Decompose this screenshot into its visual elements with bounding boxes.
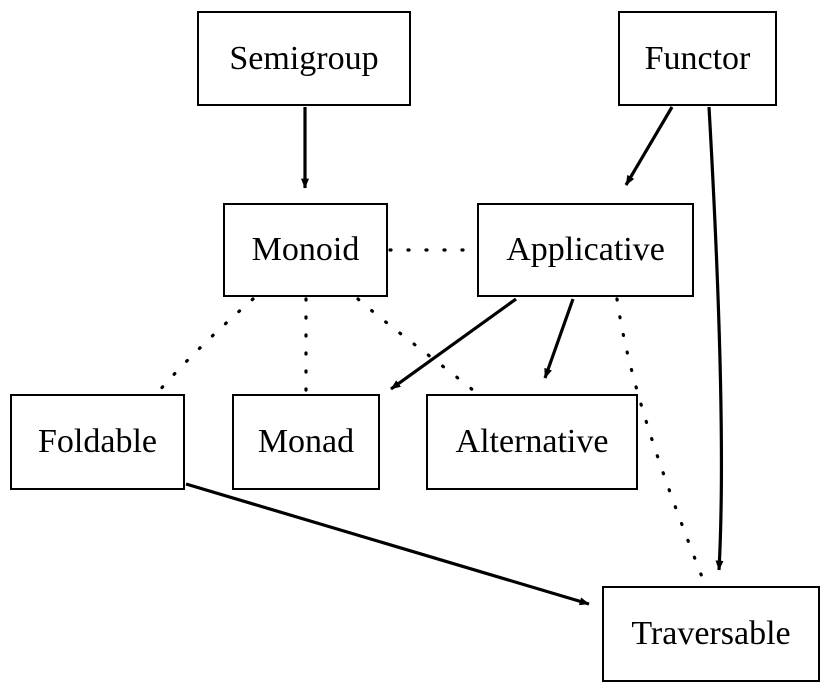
edge-foldable-traversable (185, 482, 590, 606)
node-monad[interactable]: Monad (232, 394, 380, 490)
node-label-semigroup: Semigroup (229, 39, 379, 77)
edge-monoid-foldable (157, 297, 255, 393)
node-label-applicative: Applicative (506, 231, 665, 268)
node-alternative[interactable]: Alternative (426, 394, 638, 490)
edge-monoid-alternative (356, 297, 476, 393)
node-applicative[interactable]: Applicative (477, 203, 694, 297)
node-foldable[interactable]: Foldable (10, 394, 185, 490)
node-semigroup[interactable]: Semigroup (197, 11, 411, 106)
node-label-traversable: Traversable (631, 615, 791, 652)
node-label-functor: Functor (644, 39, 751, 77)
node-label-monad: Monad (257, 423, 355, 460)
edge-functor-applicative (624, 106, 674, 186)
edge-functor-traversable (707, 106, 724, 571)
node-label-alternative: Alternative (455, 423, 609, 460)
edge-applicative-monad (390, 297, 517, 391)
node-monoid[interactable]: Monoid (223, 203, 388, 297)
node-label-monoid: Monoid (251, 231, 360, 268)
node-traversable[interactable]: Traversable (602, 586, 820, 682)
edge-applicative-alternative (543, 298, 575, 379)
node-functor[interactable]: Functor (618, 11, 777, 106)
node-label-foldable: Foldable (38, 423, 157, 460)
